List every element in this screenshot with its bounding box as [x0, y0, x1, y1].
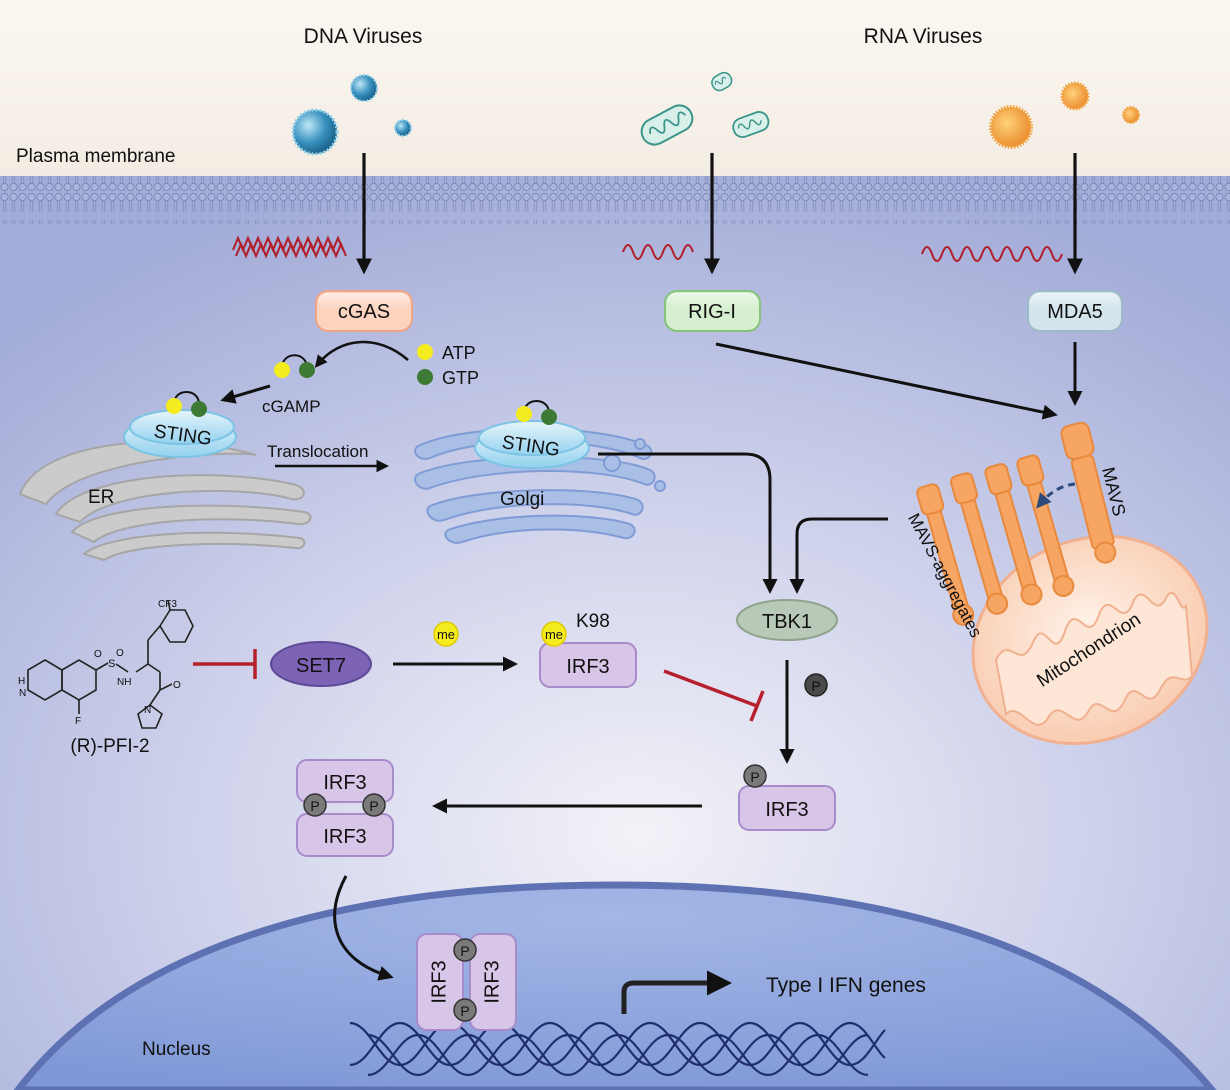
golgi-organelle — [414, 427, 666, 544]
transcription-arrow — [621, 970, 732, 1014]
cgamp-molecule — [274, 354, 315, 378]
svg-text:IRF3: IRF3 — [481, 960, 503, 1003]
svg-text:IRF3: IRF3 — [566, 656, 609, 678]
er-label: ER — [88, 487, 114, 508]
gtp-label: GTP — [442, 368, 479, 388]
mavs-aggregates — [916, 454, 1075, 626]
phospho-badge-irf3: P — [743, 764, 767, 788]
sting-to-tbk1-arrow — [598, 452, 778, 594]
svg-text:N: N — [19, 688, 26, 699]
lipid-bilayer — [0, 176, 1230, 224]
svg-text:O: O — [173, 680, 181, 691]
sting-golgi: STING — [474, 400, 590, 469]
rna-viruses-label: RNA Viruses — [864, 25, 983, 48]
svg-text:P: P — [811, 678, 820, 694]
tbk1-node: TBK1 — [736, 599, 838, 641]
plasma-membrane-label: Plasma membrane — [16, 146, 175, 167]
golgi-label: Golgi — [500, 489, 544, 510]
pfi2-atom-labels: CF3 S O O NH O N H N F — [18, 599, 181, 727]
rigi-to-mavs-arrow — [715, 342, 1058, 420]
viral-nucleic-acids — [232, 235, 1063, 262]
atp-label: ATP — [442, 343, 476, 363]
gtp-dot — [417, 369, 433, 385]
mavs-to-tbk1-arrow — [789, 517, 888, 594]
rna-virus-sphere-icons — [989, 81, 1140, 149]
svg-text:F: F — [75, 716, 81, 727]
mda5-label: MDA5 — [1047, 301, 1103, 323]
cgamp-label: cGAMP — [262, 397, 321, 416]
dna-viruses-label: DNA Viruses — [304, 25, 423, 48]
methyl-badge-irf3: me — [541, 621, 567, 647]
pfi2-label: (R)-PFI-2 — [70, 736, 149, 757]
sting-er: STING — [123, 391, 237, 458]
svg-text:CF3: CF3 — [158, 599, 177, 610]
svg-text:P: P — [310, 798, 319, 814]
svg-text:me: me — [545, 627, 563, 642]
dna-double-helix — [349, 1021, 886, 1077]
svg-text:P: P — [460, 1003, 469, 1019]
extracellular-space — [0, 0, 1230, 180]
svg-text:IRF3: IRF3 — [323, 772, 366, 794]
nucleus-envelope — [13, 881, 1217, 1090]
svg-text:NH: NH — [117, 677, 131, 688]
cgamp-synthesis-arrow — [314, 340, 409, 368]
translocation-label: Translocation — [267, 442, 368, 461]
irf3-dimer: IRF3 IRF3 P P — [296, 759, 394, 857]
cgas-label: cGAS — [338, 301, 390, 323]
svg-text:P: P — [460, 943, 469, 959]
phospho-badge-tbk1: P — [804, 673, 828, 697]
mda5-box: MDA5 — [1027, 290, 1123, 332]
rna-virus-rod-icons — [640, 71, 770, 146]
set7-label: SET7 — [296, 655, 346, 677]
nucleus-label: Nucleus — [142, 1039, 211, 1060]
irf3-methylated: IRF3 — [539, 642, 637, 688]
type-i-ifn-genes-label: Type I IFN genes — [766, 974, 926, 997]
mavs-aggregation-arrow — [1036, 482, 1076, 509]
mavs-protein — [1060, 421, 1117, 564]
irf3-me-inhibits-phosphorylation — [663, 669, 765, 722]
pfi2-chemical-structure — [27, 599, 194, 729]
atp-dot — [417, 344, 433, 360]
svg-text:IRF3: IRF3 — [765, 799, 808, 821]
k98-label: K98 — [576, 611, 610, 632]
svg-text:P: P — [750, 769, 759, 785]
methyl-badge-arrow: me — [433, 621, 459, 647]
irf3-dimer-nuclear: IRF3 IRF3 P P — [416, 933, 517, 1031]
rigi-box: RIG-I — [664, 290, 761, 332]
irf3-phosphorylated: IRF3 — [738, 785, 836, 831]
pfi2-inhibits-set7 — [193, 649, 257, 679]
svg-text:me: me — [437, 627, 455, 642]
rigi-label: RIG-I — [688, 301, 736, 323]
tbk1-label: TBK1 — [762, 611, 812, 633]
virus-entry-arrows — [356, 153, 1083, 275]
set7-node: SET7 — [270, 641, 372, 687]
svg-text:IRF3: IRF3 — [428, 960, 450, 1003]
svg-text:P: P — [369, 798, 378, 814]
svg-text:N: N — [144, 705, 151, 716]
dna-virus-icons — [291, 74, 412, 156]
nuclear-translocation-arrow — [333, 875, 394, 981]
svg-text:O: O — [94, 649, 102, 660]
svg-text:IRF3: IRF3 — [323, 826, 366, 848]
cgamp-to-sting-arrow — [220, 384, 271, 404]
cgas-box: cGAS — [315, 290, 413, 332]
svg-text:O: O — [116, 648, 124, 659]
svg-text:S: S — [108, 658, 115, 670]
svg-text:H: H — [18, 676, 25, 687]
er-organelle — [18, 441, 312, 562]
